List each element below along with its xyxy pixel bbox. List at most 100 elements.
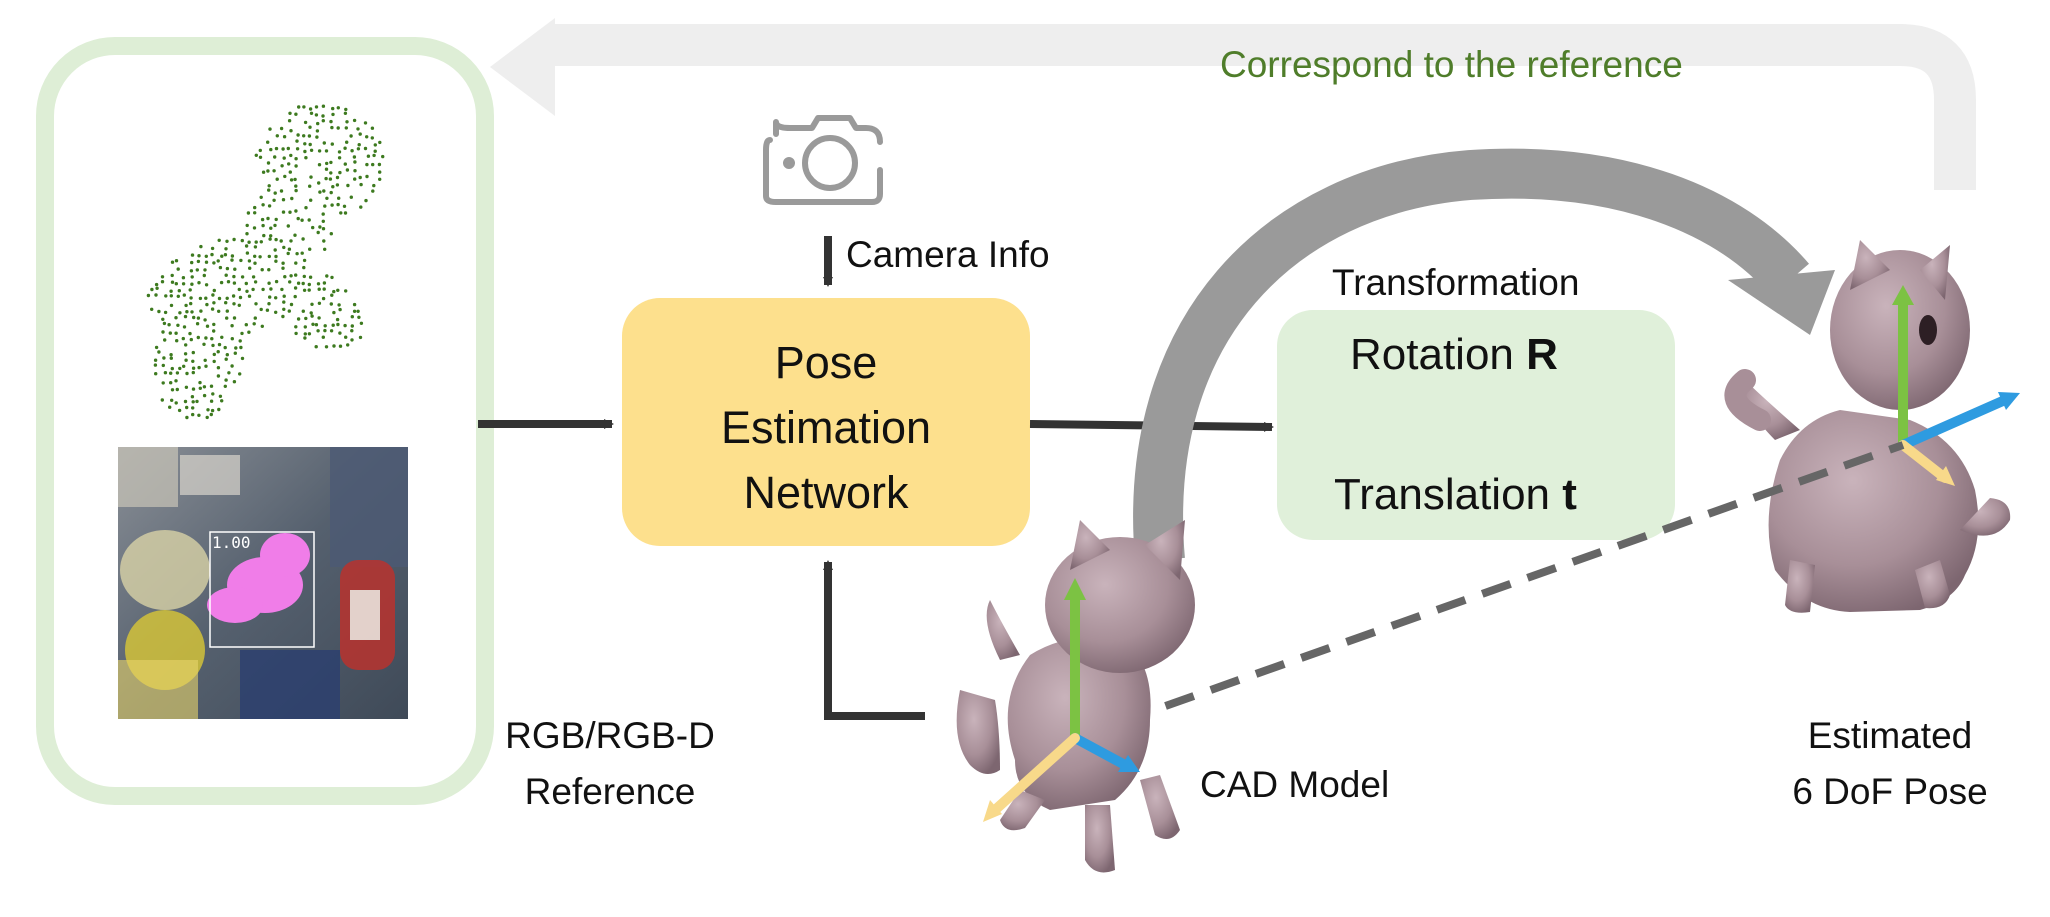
point-cloud-dot bbox=[182, 325, 187, 329]
reference-label: RGB/RGB-D Reference bbox=[480, 708, 740, 820]
point-cloud-dot bbox=[204, 260, 209, 264]
point-cloud-dot bbox=[176, 294, 180, 298]
point-cloud-dot bbox=[266, 169, 270, 173]
point-cloud-dot bbox=[169, 381, 173, 385]
point-cloud-dot bbox=[307, 332, 312, 336]
point-cloud-dot bbox=[260, 324, 264, 328]
translation-text: Translation bbox=[1334, 470, 1563, 519]
estimated-pose-axes bbox=[1892, 285, 2020, 486]
point-cloud-dot bbox=[296, 281, 301, 285]
point-cloud-dot bbox=[294, 261, 298, 265]
point-cloud-dot bbox=[332, 310, 336, 315]
point-cloud-dot bbox=[302, 105, 306, 109]
estimated-label-line-2: 6 DoF Pose bbox=[1792, 771, 1988, 812]
point-cloud-dot bbox=[183, 352, 188, 356]
point-cloud-dot bbox=[175, 371, 180, 375]
point-cloud-dot bbox=[315, 129, 320, 133]
point-cloud-dot bbox=[182, 293, 186, 297]
point-cloud-dot bbox=[245, 251, 250, 255]
point-cloud-dot bbox=[185, 310, 189, 314]
point-cloud-dot bbox=[237, 303, 241, 307]
point-cloud-dot bbox=[365, 135, 369, 139]
point-cloud-dot bbox=[204, 254, 208, 258]
point-cloud-dot bbox=[295, 147, 300, 151]
pose-network-line-2: Estimation bbox=[720, 402, 932, 453]
point-cloud-dot bbox=[329, 329, 334, 333]
point-cloud-dot bbox=[153, 358, 158, 362]
point-cloud-dot bbox=[204, 283, 209, 287]
point-cloud-dot bbox=[190, 282, 194, 286]
point-cloud-dot bbox=[230, 364, 234, 368]
point-cloud-dot bbox=[353, 169, 357, 173]
point-cloud-dot bbox=[370, 126, 375, 130]
point-cloud-dot bbox=[204, 336, 208, 340]
point-cloud-dot bbox=[324, 176, 328, 181]
point-cloud-dot bbox=[273, 155, 277, 159]
point-cloud-dot bbox=[372, 153, 376, 158]
point-cloud-dot bbox=[346, 343, 350, 347]
point-cloud-dot bbox=[345, 168, 350, 172]
point-cloud-dot bbox=[209, 384, 214, 388]
point-cloud-dot bbox=[294, 164, 298, 168]
point-cloud-dot bbox=[314, 323, 319, 327]
camera-icon bbox=[763, 115, 883, 205]
point-cloud-dot bbox=[218, 394, 223, 398]
point-cloud-dot bbox=[170, 260, 175, 264]
point-cloud-dot bbox=[359, 205, 363, 209]
point-cloud-dot bbox=[168, 405, 172, 409]
point-cloud-dot bbox=[178, 311, 182, 315]
point-cloud-dot bbox=[259, 195, 263, 199]
point-cloud-dot bbox=[352, 118, 357, 123]
point-cloud-dot bbox=[352, 302, 357, 307]
point-cloud-dot bbox=[248, 266, 252, 270]
point-cloud-dot bbox=[247, 240, 251, 244]
point-cloud-dot bbox=[356, 309, 360, 313]
point-cloud-dot bbox=[336, 126, 340, 130]
point-cloud-dot bbox=[253, 205, 257, 210]
point-cloud-dot bbox=[225, 296, 229, 300]
point-cloud-dot bbox=[338, 307, 342, 312]
point-cloud-dot bbox=[191, 359, 195, 363]
point-cloud-dot bbox=[267, 188, 271, 192]
pose-correspondence-dashed-line bbox=[1073, 441, 1905, 742]
point-cloud-dot bbox=[286, 146, 290, 151]
point-cloud-dot bbox=[322, 189, 326, 193]
point-cloud-dot bbox=[160, 280, 165, 284]
point-cloud-dot bbox=[220, 254, 224, 258]
point-cloud-dot bbox=[233, 351, 237, 355]
point-cloud-dot bbox=[378, 140, 382, 145]
point-cloud-dot bbox=[282, 300, 286, 304]
point-cloud-dot bbox=[210, 337, 214, 341]
pose-network-line-3: Network bbox=[743, 467, 909, 518]
point-cloud-dot bbox=[287, 119, 292, 123]
point-cloud-dot bbox=[169, 353, 173, 357]
point-cloud-dot bbox=[371, 189, 375, 193]
point-cloud-dot bbox=[330, 142, 334, 146]
point-cloud-dot bbox=[281, 147, 285, 151]
point-cloud-dot bbox=[293, 177, 297, 182]
point-cloud-dot bbox=[329, 119, 333, 124]
point-cloud-dot bbox=[352, 155, 357, 159]
point-cloud-dot bbox=[280, 287, 284, 292]
point-cloud-dot bbox=[311, 225, 315, 230]
point-cloud-dot bbox=[321, 104, 326, 108]
point-cloud-dot bbox=[170, 388, 175, 392]
point-cloud-dot bbox=[217, 342, 222, 347]
point-cloud-dot bbox=[286, 251, 290, 256]
point-cloud-dot bbox=[209, 412, 213, 417]
point-cloud-dot bbox=[302, 265, 306, 270]
point-cloud-dot bbox=[352, 309, 357, 313]
point-cloud-dot bbox=[280, 164, 284, 168]
point-cloud-dot bbox=[225, 309, 229, 313]
point-cloud-dot bbox=[197, 281, 201, 285]
point-cloud-dot bbox=[224, 247, 228, 251]
point-cloud-dot bbox=[356, 147, 361, 151]
point-cloud-dot bbox=[328, 177, 333, 181]
point-cloud-dot bbox=[189, 269, 194, 273]
point-cloud-dot bbox=[301, 309, 305, 313]
point-cloud-dot bbox=[335, 175, 340, 180]
point-cloud-dot bbox=[247, 294, 252, 298]
point-cloud bbox=[146, 104, 385, 420]
point-cloud-dot bbox=[232, 281, 237, 285]
point-cloud-dot bbox=[308, 142, 312, 147]
